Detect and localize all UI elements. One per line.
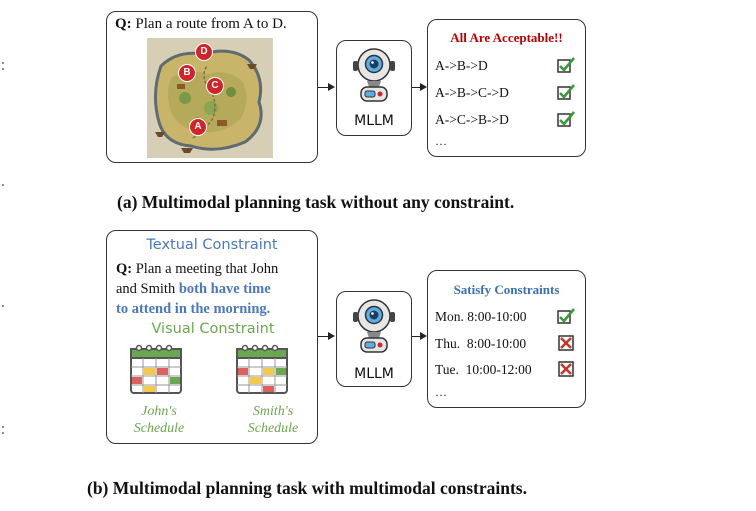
check-icon — [557, 84, 575, 100]
visual-constraint-label: Visual Constraint — [151, 321, 275, 337]
arrow-model-to-output-b — [412, 336, 422, 338]
output-title: All Are Acceptable!! — [450, 30, 563, 45]
margin-mark — [2, 432, 4, 434]
question-emphasis: both have time — [178, 281, 271, 297]
cross-icon — [558, 361, 574, 377]
ellipsis: … — [435, 385, 447, 399]
caption-b: (b) Multimodal planning task with multim… — [87, 478, 527, 498]
question-text: and Smith — [116, 281, 179, 297]
robot-icon — [353, 299, 395, 353]
cross-icon — [558, 335, 574, 351]
schedule-label-line: Smith's — [252, 404, 294, 419]
schedule-label-john: John's Schedule — [119, 403, 199, 437]
check-icon — [557, 308, 575, 324]
check-icon — [557, 111, 575, 127]
map-pin-d: D — [195, 43, 213, 61]
option-row: Thu. 8:00-10:00 — [435, 336, 527, 351]
question-text: Plan a meeting that John — [135, 261, 279, 277]
schedule-label-line: Schedule — [133, 421, 185, 436]
check-icon — [557, 57, 575, 73]
margin-mark — [2, 62, 4, 64]
arrow-model-to-output-a — [412, 87, 422, 89]
map-pin-c: C — [206, 77, 224, 95]
calendar-icon — [236, 344, 288, 394]
panel-a-question: Q: Plan a route from A to D. — [115, 16, 287, 33]
textual-constraint-label: Textual Constraint — [146, 237, 278, 253]
output-title: Satisfy Constraints — [453, 282, 560, 297]
option-row: Mon. 8:00-10:00 — [435, 309, 527, 324]
calendar-icon — [130, 344, 182, 394]
panel-b-output-box: Satisfy Constraints Mon. 8:00-10:00 Thu.… — [427, 270, 586, 408]
question-prefix: Q: — [115, 16, 132, 32]
option-row: Tue. 10:00-12:00 — [435, 362, 532, 377]
schedule-label-line: John's — [141, 404, 177, 419]
question-emphasis: to attend in the morning. — [116, 301, 271, 317]
arrowhead — [420, 332, 427, 340]
route-option: A->B->D — [435, 58, 488, 73]
panel-a-model-box: MLLM — [336, 40, 412, 136]
margin-mark — [2, 68, 4, 70]
arrow-input-to-model-a — [318, 87, 330, 89]
panel-b-model-box: MLLM — [336, 291, 412, 387]
margin-mark — [2, 426, 4, 428]
margin-mark — [2, 305, 4, 307]
model-label: MLLM — [354, 113, 394, 129]
panel-b-question: Q: Plan a meeting that John and Smith bo… — [116, 259, 316, 319]
arrow-input-to-model-b — [318, 336, 330, 338]
question-prefix: Q: — [116, 261, 133, 277]
arrowhead — [328, 83, 335, 91]
arrowhead — [420, 83, 427, 91]
model-label: MLLM — [354, 366, 394, 382]
schedule-label-line: Schedule — [247, 421, 299, 436]
schedule-label-smith: Smith's Schedule — [233, 403, 313, 437]
route-option: A->B->C->D — [435, 85, 509, 100]
map-pin-b: B — [178, 64, 196, 82]
caption-a: (a) Multimodal planning task without any… — [117, 192, 515, 212]
route-option: A->C->B->D — [435, 112, 509, 127]
panel-b-input-box: Textual Constraint Q: Plan a meeting tha… — [106, 230, 318, 444]
panel-a-output-box: All Are Acceptable!! A->B->D A->B->C->D … — [427, 19, 586, 157]
panel-a-input-box: Q: Plan a route from A to D. D B C A — [106, 11, 318, 163]
margin-mark — [2, 184, 4, 186]
robot-icon — [353, 48, 395, 102]
arrowhead — [328, 332, 335, 340]
ellipsis: … — [435, 134, 447, 148]
question-text: Plan a route from A to D. — [135, 16, 287, 32]
map-pin-a: A — [189, 118, 207, 136]
